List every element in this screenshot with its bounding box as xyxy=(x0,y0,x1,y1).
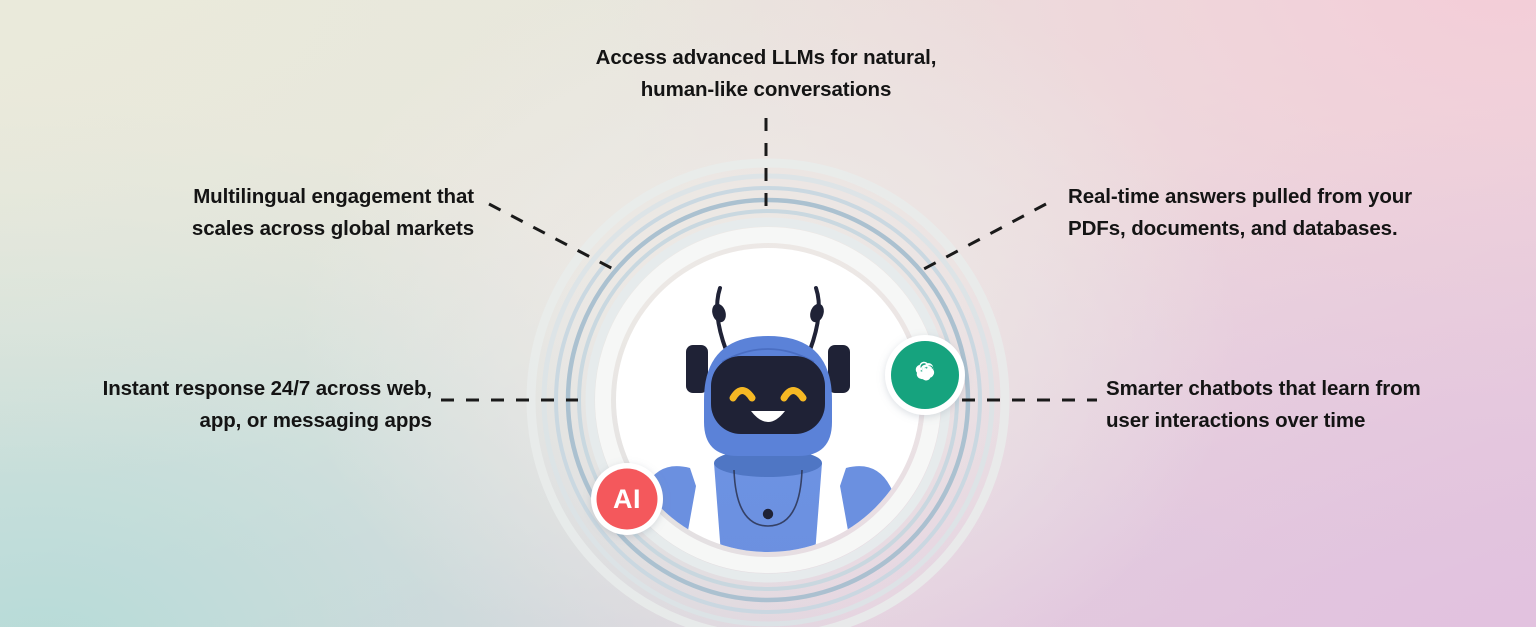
robot-eye-left xyxy=(729,387,756,402)
callout-top: Access advanced LLMs for natural, human-… xyxy=(595,46,937,101)
robot-ear-pieces xyxy=(686,345,850,393)
ai-badge-label: AI xyxy=(613,484,641,514)
callout-lower-left: Instant response 24/7 across web, app, o… xyxy=(102,377,433,432)
openai-badge[interactable] xyxy=(885,335,965,415)
connector-lines xyxy=(441,118,1097,402)
callout-upper-right: Real-time answers pulled from your PDFs,… xyxy=(1068,185,1413,240)
callout-lower-right: Smarter chatbots that learn from user in… xyxy=(1106,377,1421,432)
ai-badge-circle xyxy=(596,468,658,530)
ai-badge[interactable] xyxy=(591,463,663,535)
openai-logo-icon xyxy=(915,361,935,381)
robot-eye-right xyxy=(780,387,807,402)
robot-antennae xyxy=(712,286,824,352)
callout-upper-left: Multilingual engagement that scales acro… xyxy=(191,185,474,240)
robot-face-screen xyxy=(711,356,825,434)
robot-mouth xyxy=(751,411,785,422)
